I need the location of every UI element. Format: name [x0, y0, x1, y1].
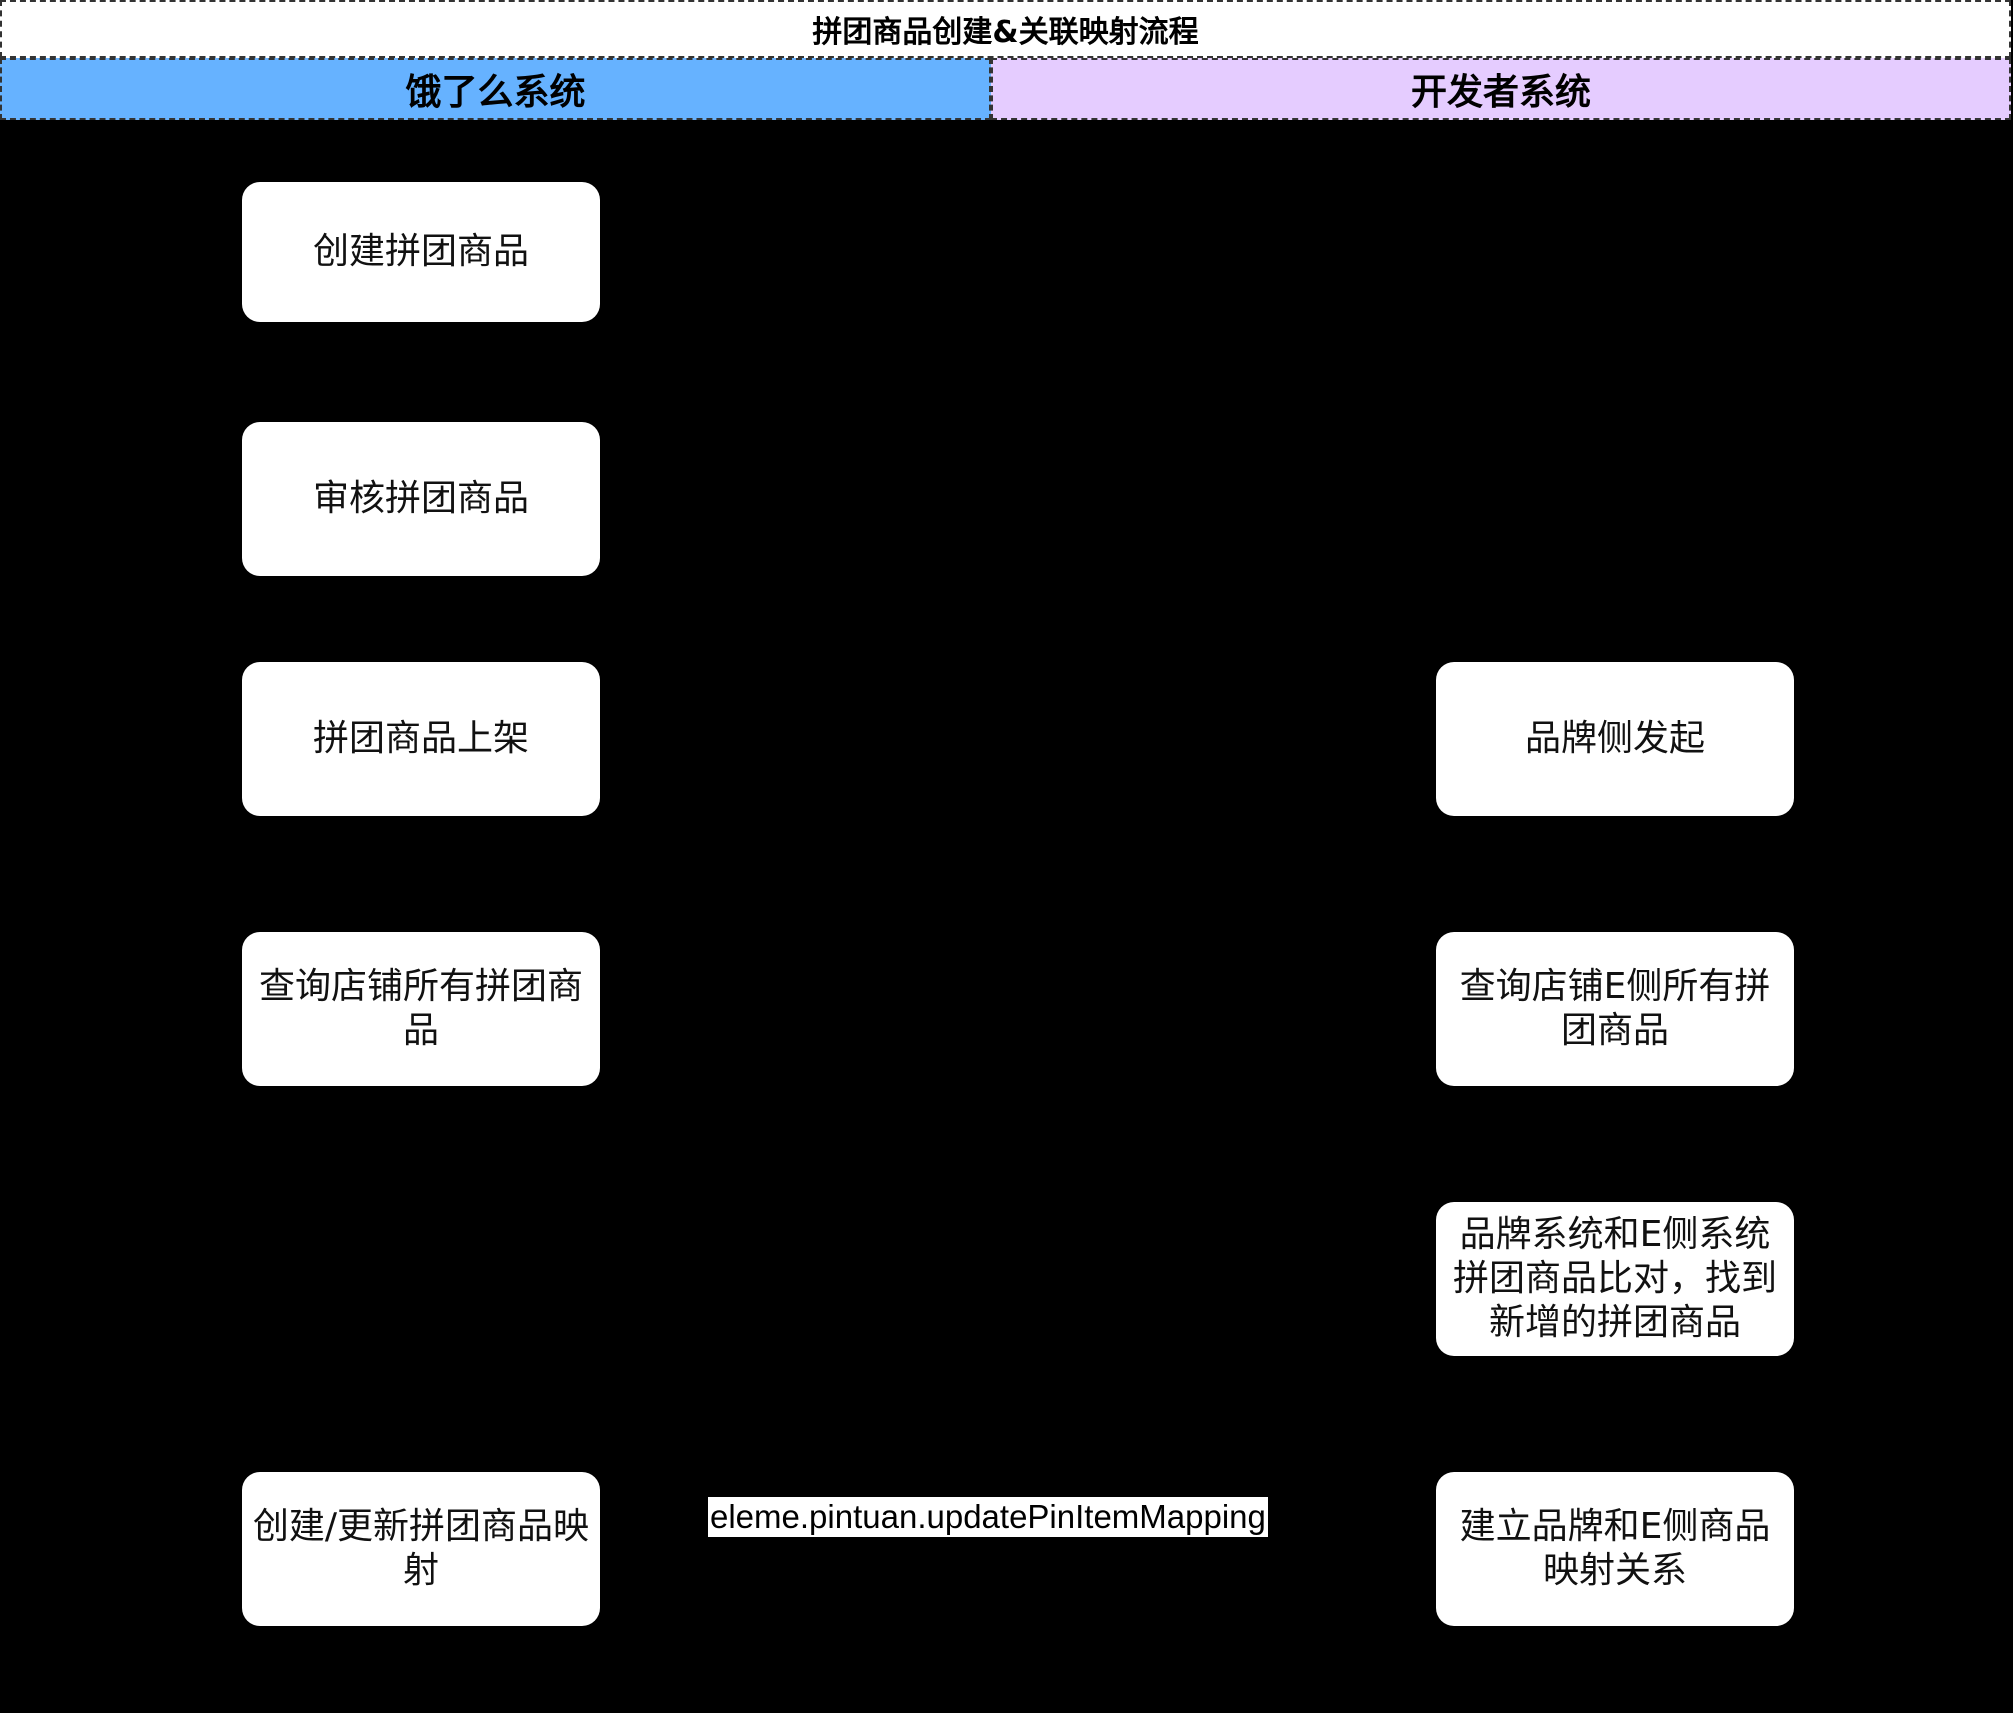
node-query-e-side-items: 查询店铺E侧所有拼团商品 [1436, 932, 1794, 1086]
node-publish-pin-item: 拼团商品上架 [242, 662, 600, 816]
lane-header-eleme: 饿了么系统 [0, 58, 991, 120]
lane-header-developer: 开发者系统 [991, 58, 2011, 120]
edge-label-update-api: eleme.pintuan.updatePinItemMapping [708, 1497, 1268, 1537]
diagram-title: 拼团商品创建&关联映射流程 [0, 0, 2011, 58]
node-review-pin-item: 审核拼团商品 [242, 422, 600, 576]
node-update-pin-mapping: 创建/更新拼团商品映射 [242, 1472, 600, 1626]
node-brand-initiate: 品牌侧发起 [1436, 662, 1794, 816]
node-compare-items: 品牌系统和E侧系统拼团商品比对，找到新增的拼团商品 [1436, 1202, 1794, 1356]
node-build-mapping: 建立品牌和E侧商品映射关系 [1436, 1472, 1794, 1626]
node-query-all-pin-items: 查询店铺所有拼团商品 [242, 932, 600, 1086]
node-create-pin-item: 创建拼团商品 [242, 182, 600, 322]
